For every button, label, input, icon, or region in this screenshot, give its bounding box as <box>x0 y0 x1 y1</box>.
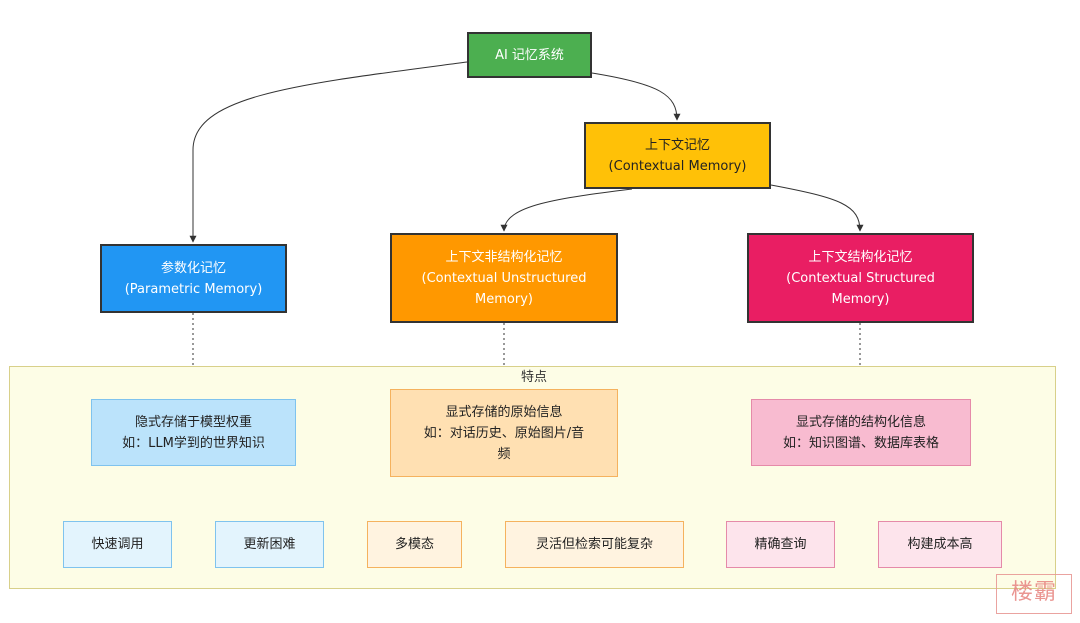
leaf-hard-to-update: 更新困难 <box>215 521 324 568</box>
node-parametric-memory: 参数化记忆 (Parametric Memory) <box>100 244 287 313</box>
feature-unstructured: 显式存储的原始信息 如：对话历史、原始图片/音 频 <box>390 389 618 477</box>
node-label: 如：LLM学到的世界知识 <box>122 435 265 451</box>
feature-structured: 显式存储的结构化信息 如：知识图谱、数据库表格 <box>751 399 971 466</box>
node-ai-memory-system: AI 记忆系统 <box>467 32 592 78</box>
node-label: 隐式存储于模型权重 <box>134 414 252 430</box>
node-label: (Contextual Structured <box>786 270 935 286</box>
node-label: (Parametric Memory) <box>124 281 263 297</box>
node-label: (Contextual Memory) <box>608 158 747 174</box>
watermark-stamp: 楼霸 <box>996 574 1072 614</box>
node-contextual-structured-memory: 上下文结构化记忆 (Contextual Structured Memory) <box>747 233 974 323</box>
edge-contextual-to-unstructured <box>500 188 633 232</box>
node-label: 参数化记忆 <box>160 260 226 276</box>
node-label: 如：知识图谱、数据库表格 <box>782 435 939 451</box>
node-label: 显式存储的原始信息 <box>445 404 563 420</box>
node-contextual-unstructured-memory: 上下文非结构化记忆 (Contextual Unstructured Memor… <box>390 233 618 323</box>
node-label: 上下文记忆 <box>644 137 710 153</box>
node-label: Memory) <box>475 291 533 307</box>
node-label: 上下文非结构化记忆 <box>445 249 563 265</box>
node-contextual-memory: 上下文记忆 (Contextual Memory) <box>584 122 771 189</box>
node-label: (Contextual Unstructured <box>421 270 587 286</box>
edge-contextual-to-structured <box>770 184 864 232</box>
node-label: 频 <box>497 446 511 462</box>
node-label: 如：对话历史、原始图片/音 <box>423 425 585 441</box>
edge-root-to-contextual <box>591 72 681 121</box>
leaf-fast-recall: 快速调用 <box>63 521 172 568</box>
leaf-flexible-retrieval: 灵活但检索可能复杂 <box>505 521 684 568</box>
feature-parametric: 隐式存储于模型权重 如：LLM学到的世界知识 <box>91 399 296 466</box>
node-label: AI 记忆系统 <box>495 47 564 63</box>
edge-root-to-parametric <box>189 61 468 243</box>
node-label: Memory) <box>831 291 890 307</box>
leaf-multimodal: 多模态 <box>367 521 462 568</box>
node-label: 上下文结构化记忆 <box>808 249 913 265</box>
node-label: 显式存储的结构化信息 <box>795 414 926 430</box>
leaf-precise-query: 精确查询 <box>726 521 835 568</box>
features-region-label: 特点 <box>520 370 547 385</box>
leaf-high-build-cost: 构建成本高 <box>878 521 1002 568</box>
